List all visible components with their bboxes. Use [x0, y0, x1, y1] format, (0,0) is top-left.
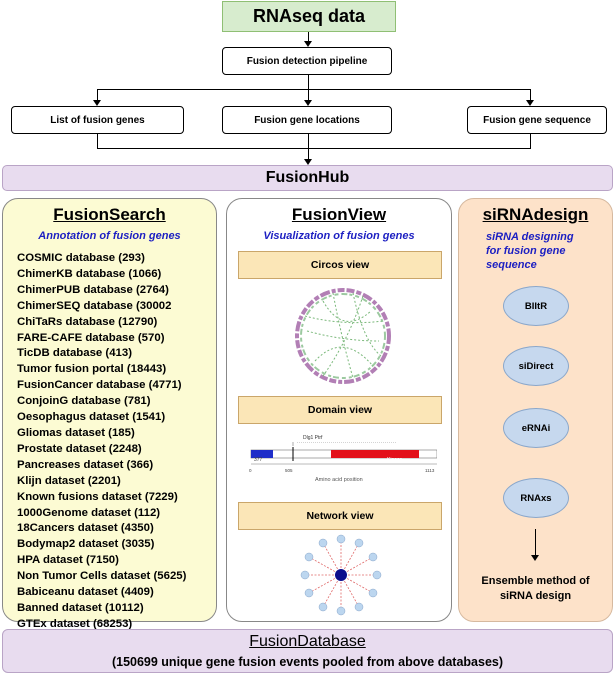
connector-line	[535, 529, 536, 556]
database-list-item: Prostate dataset (2248)	[17, 442, 142, 455]
database-list-item: ChimerPUB database (2764)	[17, 283, 169, 296]
fusion-search-subtitle: Annotation of fusion genes	[38, 230, 181, 242]
fusion-gene-locations-box: Fusion gene locations	[222, 106, 392, 134]
arrow-down-icon	[93, 100, 101, 106]
connector-line	[97, 134, 98, 148]
tool-ernai: eRNAi	[503, 408, 569, 448]
list-of-fusion-genes-box: List of fusion genes	[11, 106, 184, 134]
ensemble-line: Ensemble method of	[481, 575, 590, 587]
fusion-gene-sequence-box: Fusion gene sequence	[467, 106, 607, 134]
fusion-view-subtitle: Visualization of fusion genes	[263, 230, 415, 242]
connector-line	[97, 148, 531, 149]
arrow-down-icon	[304, 41, 312, 47]
database-list-item: Non Tumor Cells dataset (5625)	[17, 570, 187, 583]
database-list: COSMIC database (293) ChimerKB database (…	[17, 251, 186, 633]
database-list-item: FusionCancer database (4771)	[17, 379, 182, 392]
fusion-database-bar: FusionDatabase (150699 unique gene fusio…	[2, 629, 613, 673]
fusion-search-panel: FusionSearch Annotation of fusion genes …	[2, 198, 217, 630]
database-list-item: GTEx dataset (68253)	[17, 617, 133, 630]
database-list-item: FARE-CAFE database (570)	[17, 331, 165, 344]
tool-rnaxs: RNAxs	[503, 478, 569, 518]
connector-line	[97, 89, 531, 90]
database-list-item: 1000Genome dataset (112)	[17, 506, 161, 519]
database-list-item: ConjoinG database (781)	[17, 395, 151, 408]
connector-line	[308, 89, 309, 100]
sirna-design-title: siRNAdesign	[482, 205, 589, 224]
domain-tick-1113: 1113	[425, 468, 435, 473]
database-list-item: ChimerKB database (1066)	[17, 267, 162, 280]
connector-line	[530, 89, 531, 100]
domain-tick-0: 0	[249, 468, 252, 473]
database-list-item: Known fusions dataset (7229)	[17, 490, 178, 503]
sirna-subtitle-line: sequence	[486, 259, 537, 271]
network-graph	[300, 534, 382, 616]
connector-line	[97, 89, 98, 100]
database-list-item: COSMIC database (293)	[17, 252, 145, 264]
domain-kinase-label: Kinase	[387, 457, 403, 463]
connector-line	[308, 75, 309, 89]
tool-biitr: BIItR	[503, 286, 569, 326]
connector-line	[530, 134, 531, 148]
circos-plot	[295, 288, 391, 384]
fusion-database-title: FusionDatabase	[249, 633, 366, 650]
fusion-detection-pipeline-box: Fusion detection pipeline	[222, 47, 392, 75]
rnaseq-data-box: RNAseq data	[222, 1, 396, 32]
database-list-item: Oesophagus dataset (1541)	[17, 411, 166, 424]
sirna-design-panel: siRNAdesign siRNA designing for fusion g…	[458, 198, 613, 622]
fusion-database-description: (150699 unique gene fusion events pooled…	[111, 655, 504, 669]
sirna-subtitle-line: siRNA designing	[486, 231, 574, 243]
domain-map	[250, 442, 437, 465]
sirna-design-subtitle: siRNA designing for fusion gene sequence	[486, 230, 574, 272]
database-list-item: Bodymap2 dataset (3035)	[17, 538, 155, 551]
arrow-down-icon	[304, 100, 312, 106]
fusionhub-bar: FusionHub	[2, 165, 613, 191]
database-list-item: Babiceanu dataset (4409)	[17, 586, 154, 599]
arrow-down-icon	[531, 555, 539, 561]
ensemble-method-label: Ensemble method of siRNA design	[459, 574, 612, 604]
connector-line	[308, 134, 309, 159]
database-list-item: Tumor fusion portal (18443)	[17, 363, 167, 376]
domain-tick-505: 505	[285, 468, 293, 473]
database-list-item: Gliomas dataset (185)	[17, 426, 135, 439]
database-list-item: ChiTaRs database (12790)	[17, 315, 158, 328]
sirna-subtitle-line: for fusion gene	[486, 245, 566, 257]
database-list-item: Banned dataset (10112)	[17, 601, 144, 614]
fusion-view-title: FusionView	[291, 205, 387, 224]
tool-sidirect: siDirect	[503, 346, 569, 386]
database-list-item: 18Cancers dataset (4350)	[17, 522, 154, 535]
domain-marker-label: 377	[254, 457, 263, 463]
domain-xlabel: Amino acid position	[315, 477, 363, 483]
fusion-view-panel: FusionView Visualization of fusion genes…	[226, 198, 452, 622]
database-list-item: Klijn dataset (2201)	[17, 474, 121, 487]
ensemble-line: siRNA design	[499, 590, 572, 602]
arrow-down-icon	[526, 100, 534, 106]
arrow-down-icon	[304, 159, 312, 165]
database-list-item: ChimerSEQ database (30002	[17, 299, 172, 312]
database-list-item: TicDB database (413)	[17, 347, 133, 360]
circos-view-label: Circos view	[238, 251, 442, 279]
fusion-search-title: FusionSearch	[53, 205, 166, 224]
network-view-label: Network view	[238, 502, 442, 530]
database-list-item: Pancreases dataset (366)	[17, 458, 154, 471]
domain-view-label: Domain view	[238, 396, 442, 424]
domain-gene-labels: Dlg1 Ptrf	[303, 435, 323, 441]
connector-line	[308, 32, 309, 41]
database-list-item: HPA dataset (7150)	[17, 554, 119, 567]
